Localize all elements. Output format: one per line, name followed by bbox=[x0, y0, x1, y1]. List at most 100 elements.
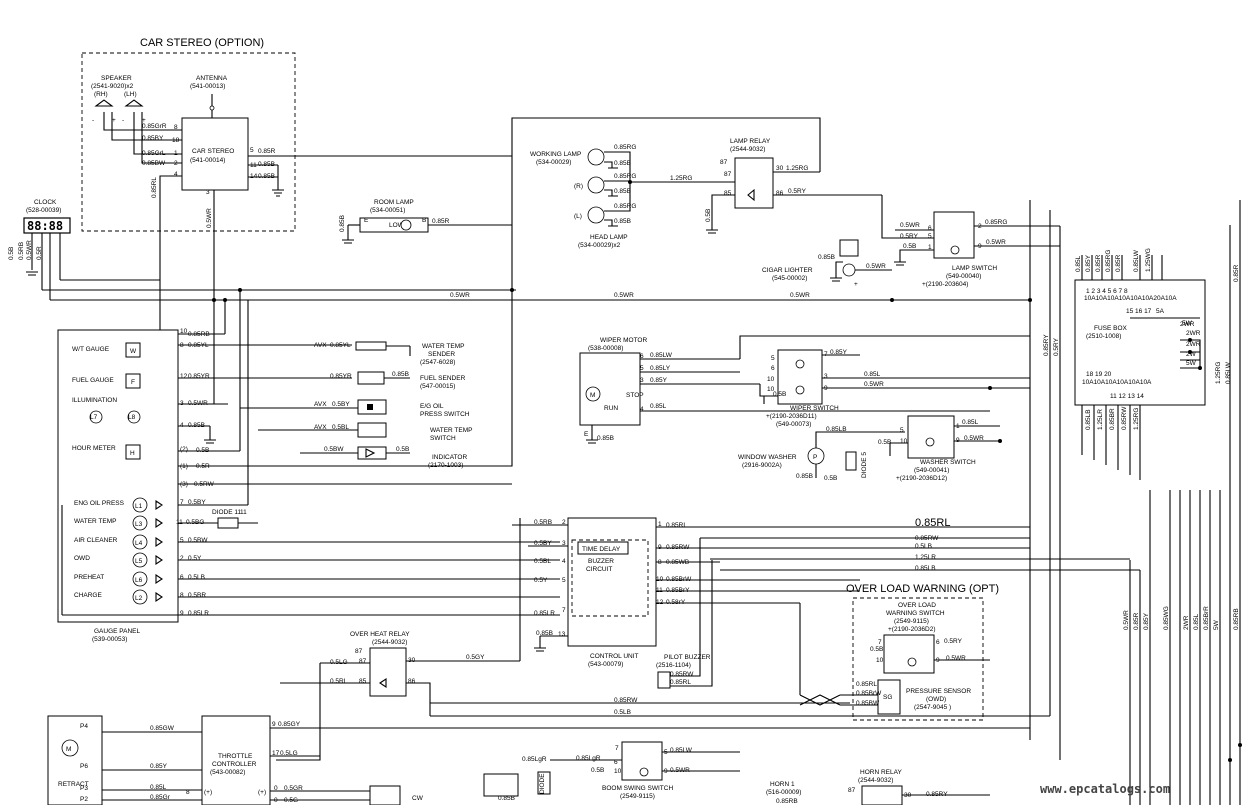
svg-text:6: 6 bbox=[180, 574, 184, 581]
indicator-lamps: ENG OIL PRESS WATER TEMP AIR CLEANER OWD… bbox=[61, 497, 178, 616]
svg-text:0.5WR: 0.5WR bbox=[188, 400, 208, 407]
svg-text:8: 8 bbox=[180, 592, 184, 599]
svg-text:WARNING SWITCH: WARNING SWITCH bbox=[886, 610, 945, 617]
speaker-pn: (2541-9020)x2 bbox=[91, 83, 134, 90]
svg-text:0.5RY: 0.5RY bbox=[1053, 337, 1060, 356]
svg-text:0.5BY: 0.5BY bbox=[332, 401, 350, 408]
svg-text:10A10A10A10A10A10A: 10A10A10A10A10A10A bbox=[1082, 379, 1152, 386]
fuel-sender-icon bbox=[357, 371, 385, 385]
svg-text:DIODE: DIODE bbox=[539, 773, 546, 794]
control-unit-box bbox=[567, 517, 657, 647]
svg-text:0.5Y: 0.5Y bbox=[188, 555, 202, 562]
svg-text:B: B bbox=[422, 217, 426, 224]
svg-text:0.85RB: 0.85RB bbox=[776, 798, 798, 805]
gauge-panel-section: GAUGE PANEL (539-00053) W/T GAUGE W FUEL… bbox=[57, 280, 560, 643]
svg-text:5W: 5W bbox=[1213, 619, 1220, 630]
svg-text:5W: 5W bbox=[1186, 360, 1197, 367]
svg-text:0: 0 bbox=[274, 785, 278, 792]
svg-text:(2547-6028): (2547-6028) bbox=[420, 359, 455, 366]
diode11-icon bbox=[217, 517, 239, 529]
svg-text:(2549-9115): (2549-9115) bbox=[894, 618, 929, 625]
svg-text:0.85YR: 0.85YR bbox=[330, 373, 352, 380]
pressure-sensor-icon bbox=[877, 679, 901, 715]
washer-switch-box bbox=[907, 415, 955, 459]
svg-text:0.5R: 0.5R bbox=[196, 463, 210, 470]
svg-text:0.5BW: 0.5BW bbox=[324, 446, 344, 453]
svg-text:W/T GAUGE: W/T GAUGE bbox=[72, 346, 110, 353]
svg-text:0.85WG: 0.85WG bbox=[1163, 606, 1170, 630]
svg-text:CIRCUIT: CIRCUIT bbox=[586, 566, 612, 573]
svg-text:4: 4 bbox=[640, 406, 644, 413]
svg-text:P: P bbox=[813, 454, 817, 461]
svg-text:0.85B: 0.85B bbox=[258, 161, 275, 168]
svg-text:87: 87 bbox=[848, 787, 856, 794]
time-delay-label: TIME DELAY bbox=[582, 546, 621, 553]
svg-text:10A10A10A10A10A10A20A10A: 10A10A10A10A10A10A20A10A bbox=[1084, 295, 1177, 302]
svg-text:0.5WR: 0.5WR bbox=[614, 292, 634, 299]
svg-text:(2547-9045 ): (2547-9045 ) bbox=[914, 704, 951, 711]
clock-section: CLOCK (528-00039) 88:88 0.5B 0.5RB 0.5WR… bbox=[8, 199, 1030, 301]
svg-text:0.85RL: 0.85RL bbox=[670, 679, 691, 686]
wt-gauge-icon bbox=[125, 342, 141, 358]
over-heat-relay-label: OVER HEAT RELAY bbox=[350, 631, 410, 638]
speaker-rh: (RH) bbox=[94, 91, 108, 98]
svg-text:ENG OIL PRESS: ENG OIL PRESS bbox=[74, 500, 125, 507]
svg-text:1: 1 bbox=[174, 150, 178, 157]
svg-text:0.85RG: 0.85RG bbox=[614, 144, 636, 151]
svg-text:11: 11 bbox=[176, 519, 183, 526]
svg-text:0.5LB: 0.5LB bbox=[188, 574, 205, 581]
svg-text:2WR: 2WR bbox=[1186, 330, 1201, 337]
svg-text:5: 5 bbox=[928, 233, 932, 240]
svg-text:12: 12 bbox=[180, 373, 188, 380]
svg-text:7: 7 bbox=[615, 745, 619, 752]
lamps-section: WORKING LAMP (534-00029) (R)(L) HEAD LAM… bbox=[530, 144, 700, 249]
svg-text:1.25LR: 1.25LR bbox=[915, 554, 936, 561]
watermark: www.epcatalogs.com bbox=[1040, 782, 1170, 796]
svg-text:0.85RG: 0.85RG bbox=[985, 219, 1007, 226]
svg-text:14: 14 bbox=[250, 173, 258, 180]
svg-text:2WR: 2WR bbox=[1180, 321, 1195, 328]
motor-icon bbox=[585, 386, 601, 402]
room-lamp-pn: (534-00051) bbox=[370, 207, 405, 214]
control-unit-pn: (543-00079) bbox=[588, 661, 623, 668]
svg-text:SWITCH: SWITCH bbox=[430, 435, 456, 442]
svg-text:0.58rY: 0.58rY bbox=[666, 599, 686, 606]
svg-text:LOW: LOW bbox=[389, 222, 405, 229]
svg-text:1.25RG: 1.25RG bbox=[670, 175, 692, 182]
svg-text:WATER TEMP: WATER TEMP bbox=[74, 518, 117, 525]
svg-text:0.85LB: 0.85LB bbox=[915, 565, 936, 572]
svg-text:0.85LB: 0.85LB bbox=[1085, 409, 1092, 430]
svg-text:FUEL GAUGE: FUEL GAUGE bbox=[72, 377, 114, 384]
svg-text:AVX: AVX bbox=[314, 424, 327, 431]
boom-swing-solenoid-icon bbox=[483, 773, 519, 797]
svg-text:0.5RB: 0.5RB bbox=[18, 242, 25, 260]
speaker-label: SPEAKER bbox=[101, 75, 132, 82]
head-lamp-label: HEAD LAMP bbox=[590, 234, 628, 241]
svg-text:88:88: 88:88 bbox=[27, 219, 63, 233]
svg-text:5: 5 bbox=[771, 355, 775, 362]
svg-text:INDICATOR: INDICATOR bbox=[432, 454, 467, 461]
relay-diode-icon bbox=[747, 188, 755, 202]
svg-text:H: H bbox=[130, 450, 135, 457]
svg-text:L7: L7 bbox=[90, 414, 98, 421]
svg-text:0.85L: 0.85L bbox=[1193, 613, 1200, 630]
svg-text:0.5B: 0.5B bbox=[8, 247, 15, 260]
lamp-switch-pn: (549-00040) bbox=[946, 273, 981, 280]
svg-text:1: 1 bbox=[928, 244, 932, 251]
svg-text:0.85L: 0.85L bbox=[150, 784, 167, 791]
throttle-controller-box bbox=[201, 715, 271, 805]
svg-text:0.85R: 0.85R bbox=[432, 218, 450, 225]
svg-text:W: W bbox=[130, 348, 137, 355]
svg-text:10: 10 bbox=[656, 576, 664, 583]
svg-text:3: 3 bbox=[824, 373, 828, 380]
speaker-lh: (LH) bbox=[124, 91, 137, 98]
washer-switch-pn2: +(2190-2036D12) bbox=[896, 475, 947, 482]
svg-text:86: 86 bbox=[408, 678, 416, 685]
svg-text:6: 6 bbox=[928, 225, 932, 232]
svg-text:0.5B: 0.5B bbox=[824, 475, 837, 482]
svg-text:0.5GR: 0.5GR bbox=[284, 785, 303, 792]
svg-text:3: 3 bbox=[640, 377, 644, 384]
horn-label: HORN 1 bbox=[770, 781, 795, 788]
svg-text:13: 13 bbox=[558, 631, 566, 638]
